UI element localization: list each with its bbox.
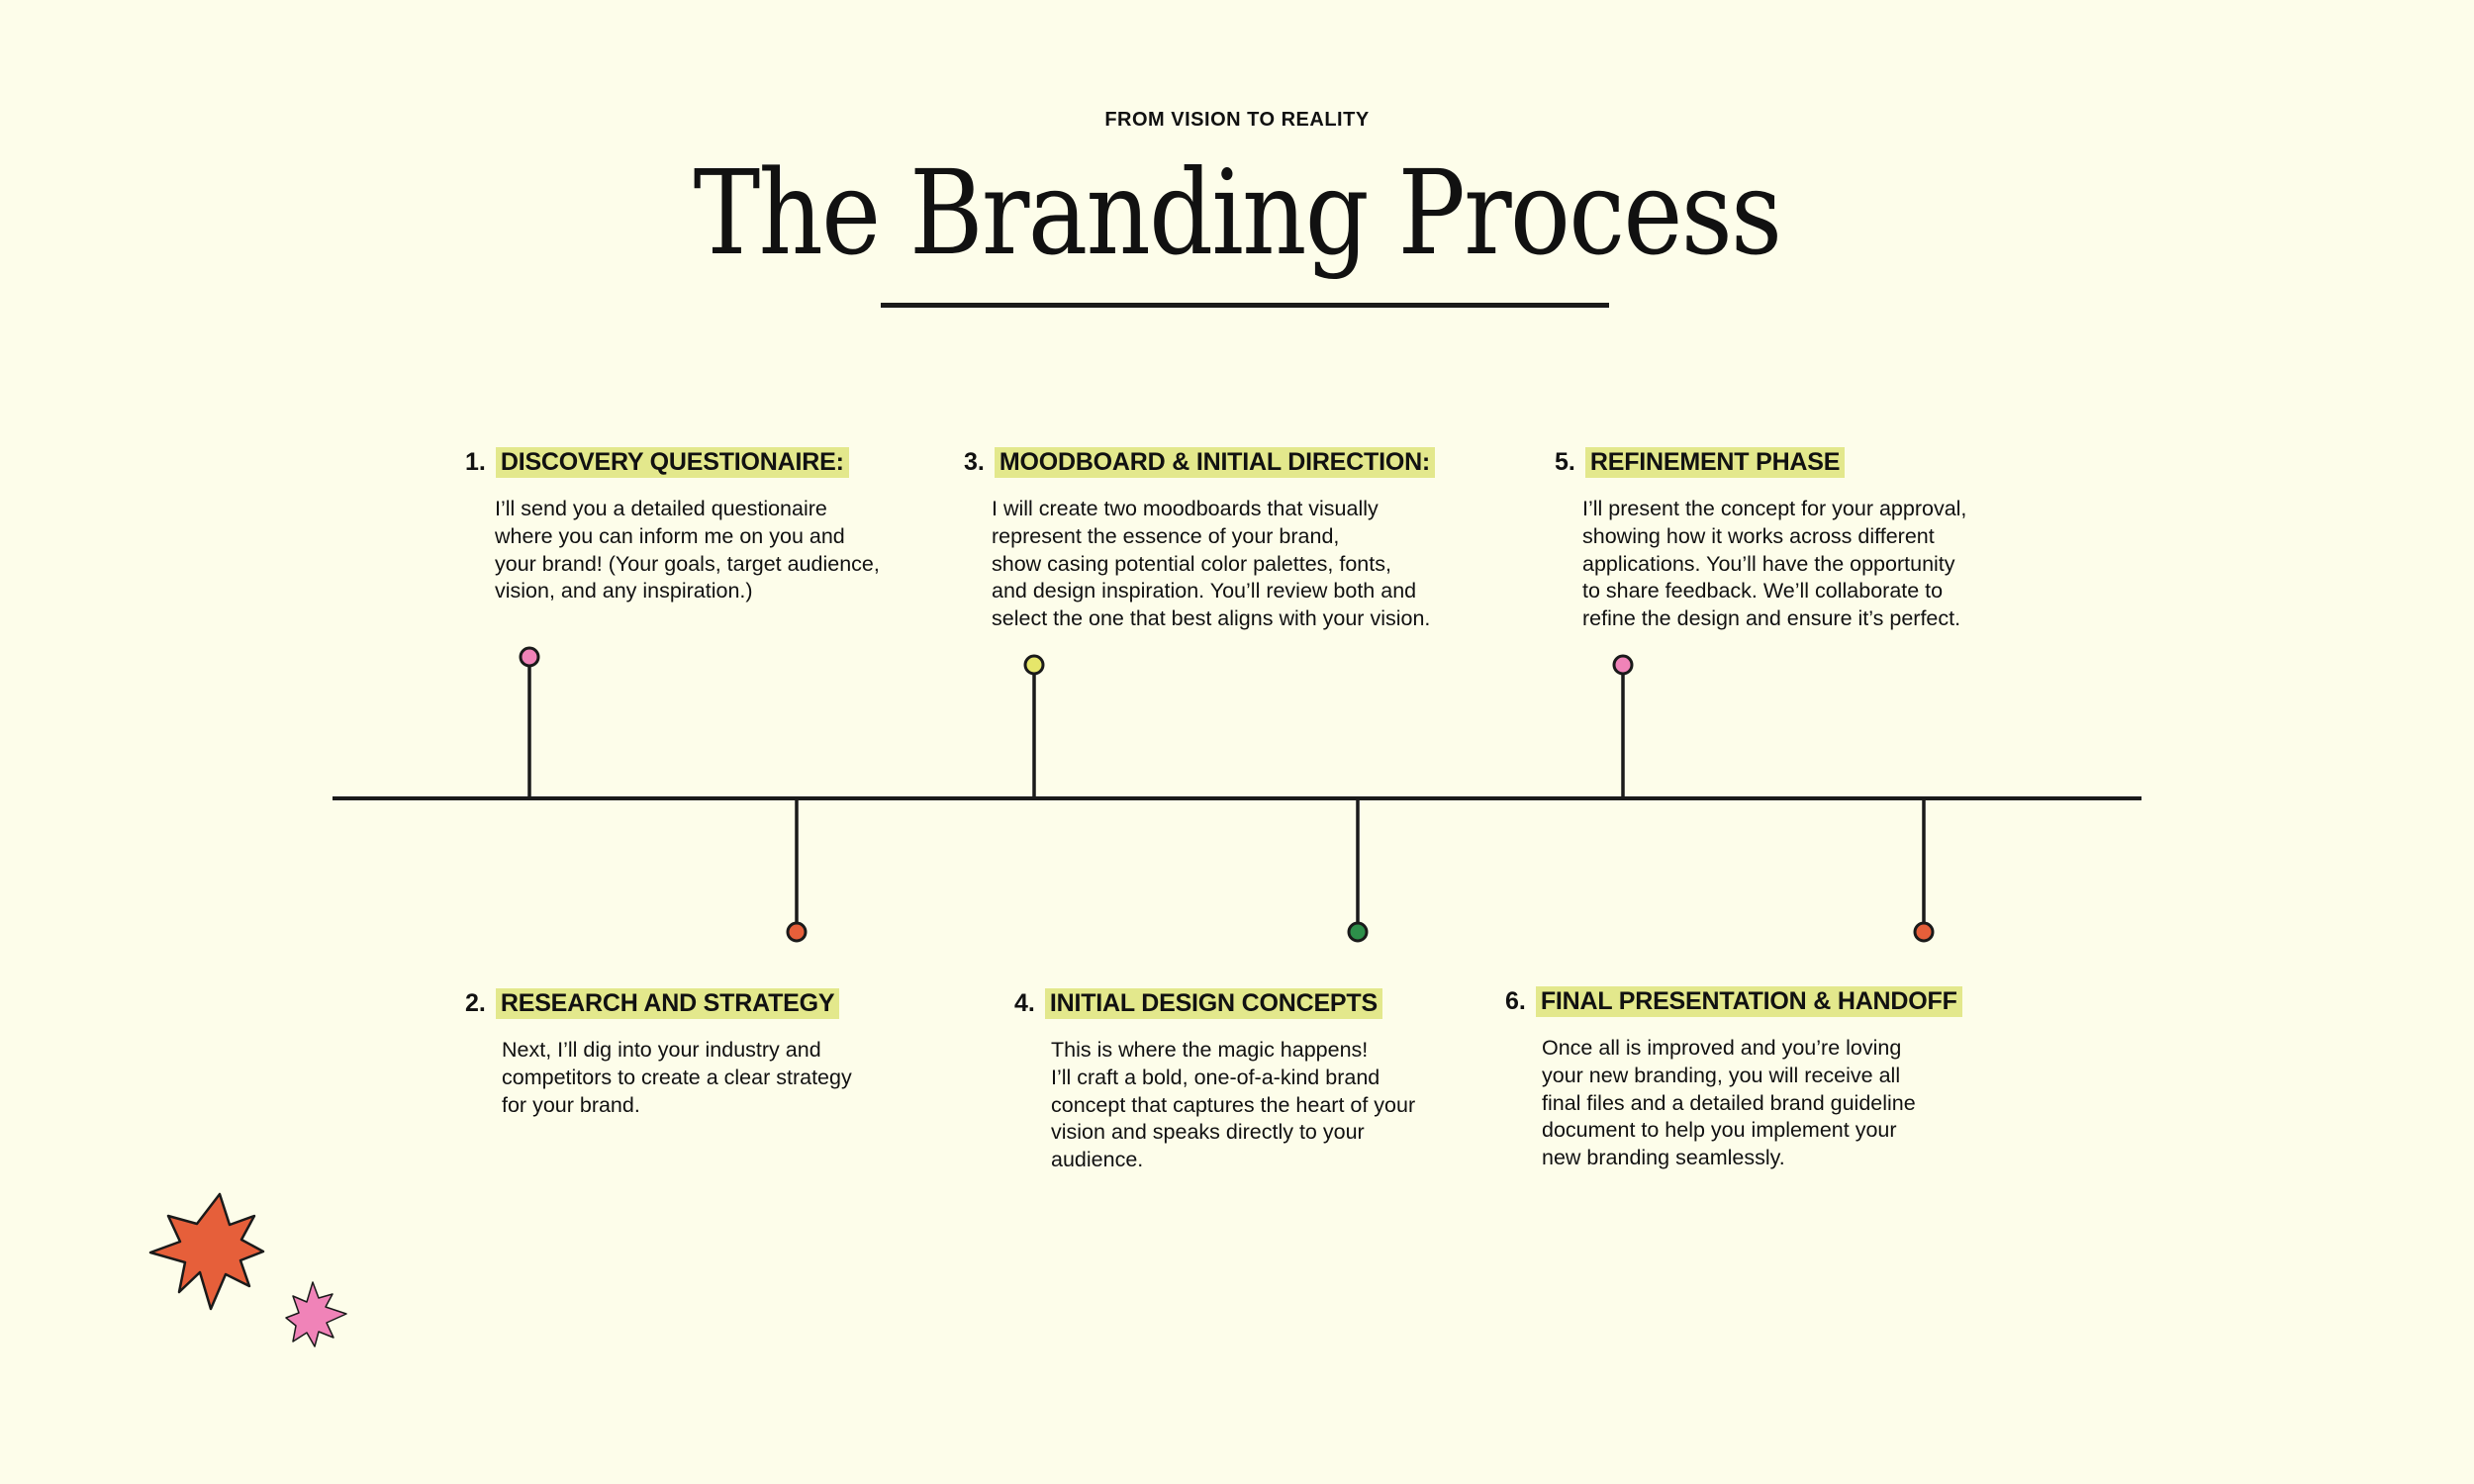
step-5: 5. REFINEMENT PHASE I’ll present the con… [1555,447,1966,633]
step-number: 6. [1505,987,1526,1015]
step-title: INITIAL DESIGN CONCEPTS [1044,988,1382,1019]
marker-step-1 [519,646,540,668]
page-title: The Branding Process [693,144,1783,281]
step-description: Next, I’ll dig into your industry and co… [502,1038,852,1117]
step-1: 1. DISCOVERY QUESTIONAIRE: I’ll send you… [465,447,880,605]
step-description: I’ll send you a detailed questionaire wh… [495,497,880,603]
step-description: I’ll present the concept for your approv… [1582,497,1967,631]
step-title: MOODBOARD & INITIAL DIRECTION: [994,447,1436,478]
step-description: I will create two moodboards that visual… [992,497,1431,631]
marker-step-4 [1347,921,1369,943]
step-3: 3. MOODBOARD & INITIAL DIRECTION: I will… [964,447,1436,633]
title-underline [881,303,1609,308]
step-description: Once all is improved and you’re loving y… [1542,1036,1916,1170]
marker-step-5 [1612,654,1634,676]
step-number: 2. [465,989,486,1017]
step-number: 1. [465,448,486,476]
step-number: 5. [1555,448,1575,476]
step-2: 2. RESEARCH AND STRATEGY Next, I’ll dig … [465,988,852,1119]
eyebrow-label: FROM VISION TO REALITY [1104,109,1370,131]
marker-step-6 [1913,921,1935,943]
marker-step-3 [1023,654,1045,676]
orange-star-icon [148,1192,265,1311]
step-description: This is where the magic happens! I’ll cr… [1051,1038,1416,1172]
pink-star-icon [285,1281,347,1347]
step-number: 4. [1014,989,1035,1017]
step-title: FINAL PRESENTATION & HANDOFF [1535,986,1962,1017]
step-4: 4. INITIAL DESIGN CONCEPTS This is where… [1014,988,1415,1174]
step-6: 6. FINAL PRESENTATION & HANDOFF Once all… [1505,986,1962,1172]
step-title: REFINEMENT PHASE [1584,447,1846,478]
step-title: RESEARCH AND STRATEGY [495,988,840,1019]
step-title: DISCOVERY QUESTIONAIRE: [495,447,849,478]
marker-step-2 [786,921,808,943]
step-number: 3. [964,448,985,476]
